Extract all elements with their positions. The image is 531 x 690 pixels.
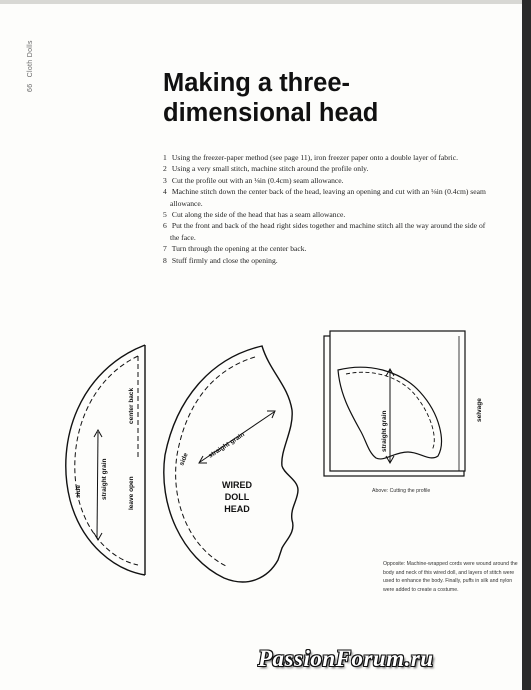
opposite-caption: Opposite: Machine-wrapped cords were wou… (383, 561, 518, 593)
selvage-label: selvage (476, 398, 483, 422)
wired-doll-head-line-1: WIRED (222, 480, 252, 490)
wired-doll-head-line-2: DOLL (225, 492, 250, 502)
step-item: 4 Machine stitch down the center back of… (163, 187, 486, 208)
wired-doll-head-line-3: HEAD (224, 504, 250, 514)
head-profile-pattern: straight grain side WIRED DOLL HEAD (163, 345, 299, 583)
back-head-pattern: side straight grain center back leave op… (65, 344, 146, 576)
profile-grain-label: straight grain (207, 431, 246, 460)
step-item: 8 Stuff firmly and close the opening. (163, 255, 278, 265)
step-item: 1 Using the freezer-paper method (see pa… (163, 153, 458, 162)
figure-caption: Above: Cutting the profile (372, 488, 431, 494)
instruction-steps: 1 Using the freezer-paper method (see pa… (163, 152, 493, 266)
back-grain-label: straight grain (101, 458, 108, 500)
book-spine-edge (522, 0, 531, 690)
page-top-edge (0, 0, 531, 4)
page-title-line-1: Making a three- (163, 69, 351, 97)
fabric-grain-label: straight grain (381, 410, 388, 452)
step-item: 3 Cut the profile out with an ⅛in (0.4cm… (163, 175, 344, 185)
step-item: 6 Put the front and back of the head rig… (163, 221, 486, 242)
center-back-label: center back (128, 387, 135, 424)
leave-open-label: leave open (128, 476, 135, 510)
site-watermark: PassionForum.ru (258, 646, 434, 671)
step-item: 2 Using a very small stitch, machine sti… (163, 164, 369, 174)
step-item: 7 Turn through the opening at the center… (163, 244, 307, 254)
back-side-label: side (75, 485, 82, 498)
fabric-cutting-diagram: straight grain selvage (323, 330, 483, 477)
step-item: 5 Cut along the side of the head that ha… (163, 210, 346, 220)
page-title: Making a three- dimensional head (163, 68, 463, 128)
profile-side-label: side (178, 452, 190, 467)
page-title-line-2: dimensional head (163, 99, 379, 127)
